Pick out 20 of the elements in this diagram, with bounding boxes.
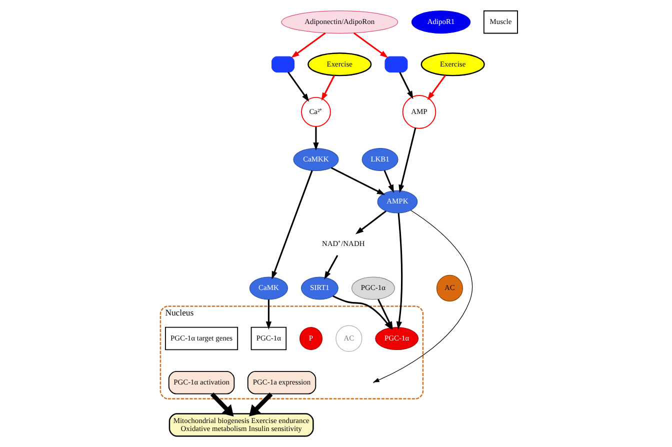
arrow	[372, 210, 472, 382]
arrow	[330, 167, 385, 195]
node-helix	[384, 56, 408, 72]
arrow	[248, 392, 272, 416]
arrow	[271, 170, 312, 280]
arrow	[290, 32, 326, 58]
arrow	[398, 128, 416, 193]
arrow	[354, 210, 386, 234]
arrow	[396, 213, 402, 330]
arrow	[398, 72, 413, 100]
arrow	[320, 75, 334, 101]
arrow	[287, 72, 309, 102]
arrow	[265, 299, 272, 330]
node-helix	[271, 56, 294, 72]
arrow	[324, 254, 338, 280]
arrow	[383, 170, 394, 193]
arrow	[312, 126, 318, 151]
arrow	[210, 392, 234, 416]
arrow	[352, 32, 388, 58]
arrow	[426, 74, 446, 100]
